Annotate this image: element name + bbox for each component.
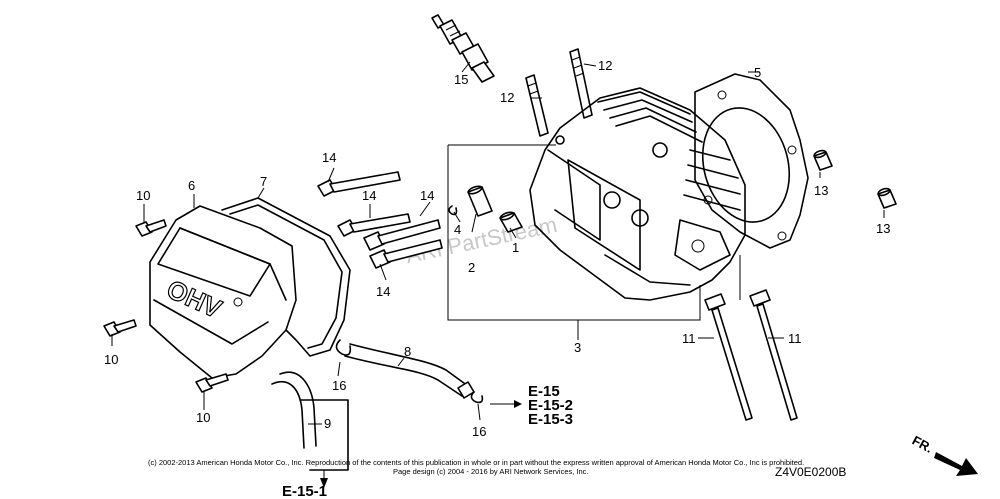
head-gasket-drawing <box>694 73 809 249</box>
callout-12: 12 <box>500 90 514 105</box>
callout-8: 8 <box>404 344 411 359</box>
reference-labels: E-15 E-15-2 E-15-3 E-15-1 <box>282 383 573 499</box>
copyright-line-1: (c) 2002-2013 American Honda Motor Co., … <box>148 458 804 467</box>
callout-1: 1 <box>512 240 519 255</box>
callout-10: 10 <box>196 410 210 425</box>
diagram-code: Z4V0E0200B <box>775 465 846 479</box>
callout-3: 3 <box>574 340 581 355</box>
callout-14: 14 <box>322 150 336 165</box>
tube-drawing <box>271 371 484 471</box>
callout-11: 11 <box>788 331 802 346</box>
callout-10: 10 <box>104 352 118 367</box>
head-bolt-drawing <box>317 171 443 269</box>
head-cover-drawing: OHV <box>149 205 297 379</box>
callout-4: 4 <box>454 222 461 237</box>
callout-9: 9 <box>324 416 331 431</box>
callout-2: 2 <box>468 260 475 275</box>
callout-12: 12 <box>598 58 612 73</box>
leader-lines <box>111 61 885 488</box>
ref-e-15-3[interactable]: E-15-3 <box>528 411 573 428</box>
callout-7: 7 <box>260 174 267 189</box>
ref-e-15-1[interactable]: E-15-1 <box>282 483 327 499</box>
direction-label: FR. <box>910 433 936 456</box>
callout-6: 6 <box>188 178 195 193</box>
callout-14: 14 <box>420 188 434 203</box>
cover-bolt-drawing <box>103 219 229 393</box>
breather-tube-drawing <box>335 339 475 399</box>
dowel-pin-drawing <box>448 185 523 233</box>
callout-13: 13 <box>814 183 828 198</box>
callout-16: 16 <box>472 424 486 439</box>
ref-e-15-2[interactable]: E-15-2 <box>528 397 573 414</box>
callout-14: 14 <box>362 188 376 203</box>
callout-10: 10 <box>136 188 150 203</box>
callout-5: 5 <box>754 65 761 80</box>
copyright-line-2: Page design (c) 2004 - 2016 by ARI Netwo… <box>393 467 589 476</box>
callout-numbers: 15 12 12 5 13 13 2 1 4 14 14 14 14 10 6 … <box>104 58 890 439</box>
front-direction-arrow: FR. <box>910 433 978 476</box>
head-assembly-bracket <box>447 144 741 321</box>
spark-plug-drawing <box>431 14 495 83</box>
valve-drawing <box>704 289 798 421</box>
cover-gasket-drawing <box>221 197 351 357</box>
cover-emboss-text: OHV <box>162 274 226 325</box>
watermark: ARI PartStream <box>403 212 559 268</box>
stud-drawing <box>525 48 593 137</box>
cylinder-head-drawing <box>529 87 746 301</box>
callout-14: 14 <box>376 284 390 299</box>
callout-11: 11 <box>682 331 696 346</box>
callout-16: 16 <box>332 378 346 393</box>
ref-e-15[interactable]: E-15 <box>528 383 560 400</box>
head-dowel-drawing <box>813 149 897 209</box>
callout-15: 15 <box>454 72 468 87</box>
callout-13: 13 <box>876 221 890 236</box>
